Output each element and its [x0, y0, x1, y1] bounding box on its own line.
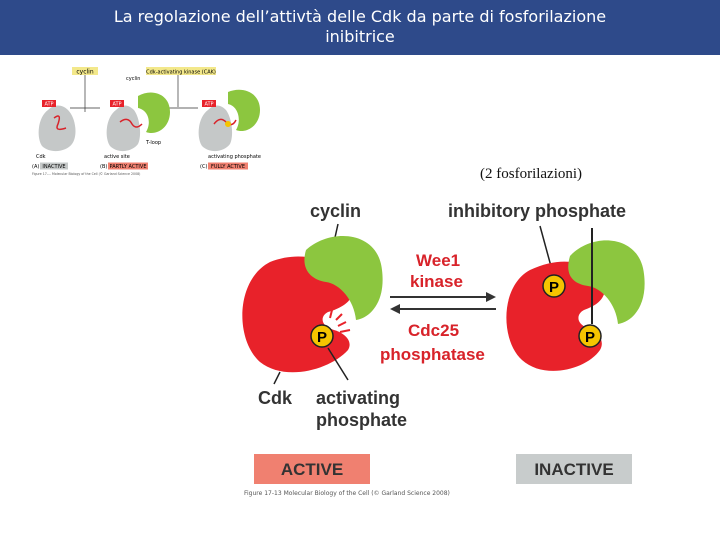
inhibitory-phosphate-p: P: [549, 279, 559, 296]
small-cyclin-label-bg: [72, 67, 98, 75]
inhibitory-phosphate-pointer: [539, 225, 553, 271]
cdc25-label-line2: phosphatase: [380, 345, 485, 364]
small-panel-c: (C): [200, 164, 207, 170]
small-cak-label: Cdk-activating kinase (CAK): [146, 70, 216, 76]
small-active-site-label: active site: [104, 154, 130, 160]
small-tloop-b: [119, 118, 143, 128]
wee1-arrow-head: [486, 292, 496, 302]
cdc25-label-line1: Cdc25: [408, 321, 459, 340]
small-state-b: PARTLY ACTIVE: [110, 164, 147, 170]
active-state-label: ACTIVE: [281, 460, 343, 479]
cdk-pointer: [273, 371, 281, 385]
inactive-state-label: INACTIVE: [534, 460, 613, 479]
inactive-cyclin-shape: [568, 240, 645, 324]
small-reference-figure: cyclin Cdk-activating kinase (CAK) cycli…: [32, 67, 261, 176]
small-tloop-a: [53, 115, 67, 131]
small-atp-c: ATP: [204, 102, 213, 108]
activating-phosphate-p: P: [317, 329, 327, 346]
small-cyclin-c: [228, 89, 260, 132]
inhibitory-phosphate-circle: [542, 274, 566, 298]
main-figure: cyclin inhibitory phosphate P P P Wee1 k…: [242, 201, 645, 497]
small-activating-phosphate-label: activating phosphate: [208, 154, 261, 160]
small-state-a-bg: [40, 162, 68, 170]
small-state-b-bg: [108, 162, 148, 170]
small-tloop-label: T-loop: [145, 140, 161, 146]
small-atp-a: ATP: [44, 102, 53, 108]
inactive-state-box: [516, 454, 632, 484]
small-phosphate-c: [225, 121, 231, 127]
small-atp-b: ATP: [112, 102, 121, 108]
activating-label-line2: phosphate: [316, 410, 407, 430]
active-cyclin-shape: [304, 236, 383, 320]
slide-title-bar: La regolazione dell’attivtà delle Cdk da…: [0, 0, 720, 55]
small-cdk-label: Cdk: [36, 154, 46, 160]
wee1-label-line2: kinase: [410, 272, 463, 291]
small-atp-c-bg: [202, 100, 216, 107]
phosphorylation-count-note: (2 fosforilazioni): [480, 166, 583, 182]
inactive-cdk-shape: [506, 261, 605, 371]
activating-phosphate-pointer: [327, 347, 349, 381]
slide-title-line1: La regolazione dell’attivtà delle Cdk da…: [113, 7, 607, 26]
activating-phosphate-circle-right: [578, 324, 602, 348]
small-cak-label-bg: [146, 67, 216, 75]
activity-sparks: [329, 309, 351, 333]
small-cyclin-label: cyclin: [76, 69, 93, 76]
activating-phosphate-p-right: P: [585, 329, 595, 346]
small-panel-b: (B): [100, 164, 107, 170]
small-state-a: INACTIVE: [42, 164, 65, 170]
activating-label-line1: activating: [316, 388, 400, 408]
wee1-label-line1: Wee1: [416, 251, 460, 270]
small-cyclin2-label: cyclin: [126, 76, 140, 82]
cyclin-label: cyclin: [310, 201, 361, 221]
small-state-c: FULLY ACTIVE: [211, 164, 245, 170]
small-cdk-c: [198, 105, 233, 152]
small-state-c-bg: [208, 162, 248, 170]
inhibitory-phosphate-label: inhibitory phosphate: [448, 201, 626, 221]
small-cdk-b: [106, 105, 141, 152]
small-cyclin-b: [138, 92, 170, 134]
small-panel-a: (A): [32, 164, 39, 170]
small-atp-a-bg: [42, 100, 56, 107]
cdc25-arrow-head: [390, 304, 400, 314]
small-figure-credit: Figure 17-... Molecular Biology of the C…: [32, 172, 140, 176]
small-atp-b-bg: [110, 100, 124, 107]
main-figure-credit: Figure 17-13 Molecular Biology of the Ce…: [244, 490, 450, 497]
cdk-label: Cdk: [258, 388, 293, 408]
slide-title-line2: inibitrice: [325, 27, 395, 46]
activating-phosphate-circle: [310, 324, 334, 348]
active-state-box: [254, 454, 370, 484]
